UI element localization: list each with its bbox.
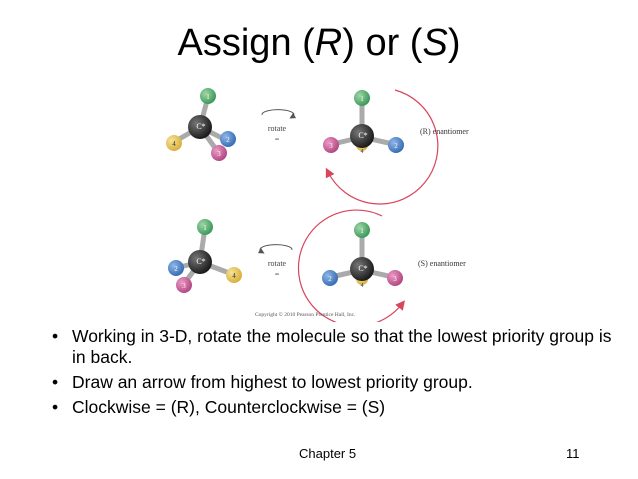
atom-label: 3 <box>329 142 333 150</box>
bullet-text: Clockwise = (R), Counterclockwise = (S) <box>72 397 386 417</box>
rotate-arrow-icon <box>261 109 297 119</box>
atom-label: 4 <box>172 140 176 148</box>
bullet-item: • Working in 3-D, rotate the molecule so… <box>52 326 612 368</box>
atom-label: 2 <box>226 136 230 144</box>
equals-sign: = <box>275 270 280 279</box>
copyright-text: Copyright © 2010 Pearson Prentice Hall, … <box>255 311 356 318</box>
atom-1-icon <box>354 222 370 238</box>
clockwise-arrow-icon <box>325 89 439 205</box>
footer-chapter: Chapter 5 <box>299 446 357 461</box>
atom-label: 1 <box>206 93 210 101</box>
title-s: S <box>422 22 448 64</box>
top-rotate-indicator: rotate = <box>261 109 297 144</box>
chiral-center-icon <box>350 257 374 281</box>
atom-2-icon <box>168 260 184 276</box>
bullet-item: • Draw an arrow from highest to lowest p… <box>52 372 612 393</box>
center-label: C* <box>358 264 367 273</box>
footer-page-number: 11 <box>566 446 580 461</box>
atom-label: 3 <box>393 275 397 283</box>
title-part-1: Assign ( <box>177 22 315 64</box>
rotate-arrow-icon <box>257 244 293 254</box>
atom-label: 1 <box>203 224 207 232</box>
center-label: C* <box>196 257 205 266</box>
molecule-figure: 1 4 2 3 C* rotate = 1 3 2 4 C* (R <box>150 82 490 327</box>
atom-label: 4 <box>232 272 236 280</box>
atom-3-icon <box>176 277 192 293</box>
atom-label: 3 <box>217 150 221 158</box>
atom-label: 4 <box>361 149 364 155</box>
center-label: C* <box>196 122 205 131</box>
atom-1-icon <box>354 90 370 106</box>
r-enantiomer-label: (R) enantiomer <box>420 127 469 136</box>
bullet-dot-icon: • <box>52 397 59 417</box>
atom-label: 2 <box>328 275 332 283</box>
bullet-item: • Clockwise = (R), Counterclockwise = (S… <box>52 397 612 418</box>
atom-3-icon <box>323 137 339 153</box>
atom-3-icon <box>387 270 403 286</box>
rotate-label: rotate <box>268 124 287 133</box>
bullet-dot-icon: • <box>52 326 59 346</box>
atom-label: 1 <box>360 227 364 235</box>
top-left-molecule: 1 4 2 3 C* <box>166 88 236 161</box>
atom-2-icon <box>220 131 236 147</box>
atom-1-icon <box>200 88 216 104</box>
title-part-3: ) <box>447 22 461 64</box>
atom-4-icon <box>166 135 182 151</box>
rotate-label: rotate <box>268 259 287 268</box>
bottom-left-molecule: 1 2 3 4 C* <box>168 219 242 293</box>
title-part-2: ) or ( <box>342 22 423 64</box>
equals-sign: = <box>275 135 280 144</box>
bullet-list: • Working in 3-D, rotate the molecule so… <box>52 326 612 422</box>
bottom-right-molecule: 1 2 3 4 C* <box>297 209 405 327</box>
atom-label: 1 <box>360 95 364 103</box>
atom-2-icon <box>322 270 338 286</box>
atom-1-icon <box>197 219 213 235</box>
s-enantiomer-label: (S) enantiomer <box>418 259 466 268</box>
counterclockwise-arrow-icon <box>297 209 405 327</box>
chiral-center-icon <box>188 115 212 139</box>
bullet-dot-icon: • <box>52 372 59 392</box>
bullet-text: Draw an arrow from highest to lowest pri… <box>72 372 473 392</box>
atom-label: 3 <box>182 282 186 290</box>
atom-label: 2 <box>394 142 398 150</box>
chiral-center-icon <box>188 250 212 274</box>
molecule-diagram: 1 4 2 3 C* rotate = 1 3 2 4 C* (R <box>166 88 469 327</box>
top-right-molecule: 1 3 2 4 C* <box>323 89 439 205</box>
atom-label: 2 <box>174 265 178 273</box>
bullet-text: Working in 3-D, rotate the molecule so t… <box>72 326 612 367</box>
atom-4-icon <box>226 267 242 283</box>
atom-3-icon <box>211 145 227 161</box>
slide-title: Assign (R) or (S) <box>0 22 638 65</box>
title-r: R <box>314 22 343 64</box>
center-label: C* <box>358 131 367 140</box>
bottom-rotate-indicator: rotate = <box>257 244 293 279</box>
chiral-center-icon <box>350 124 374 148</box>
atom-2-icon <box>388 137 404 153</box>
atom-label: 4 <box>361 283 364 289</box>
